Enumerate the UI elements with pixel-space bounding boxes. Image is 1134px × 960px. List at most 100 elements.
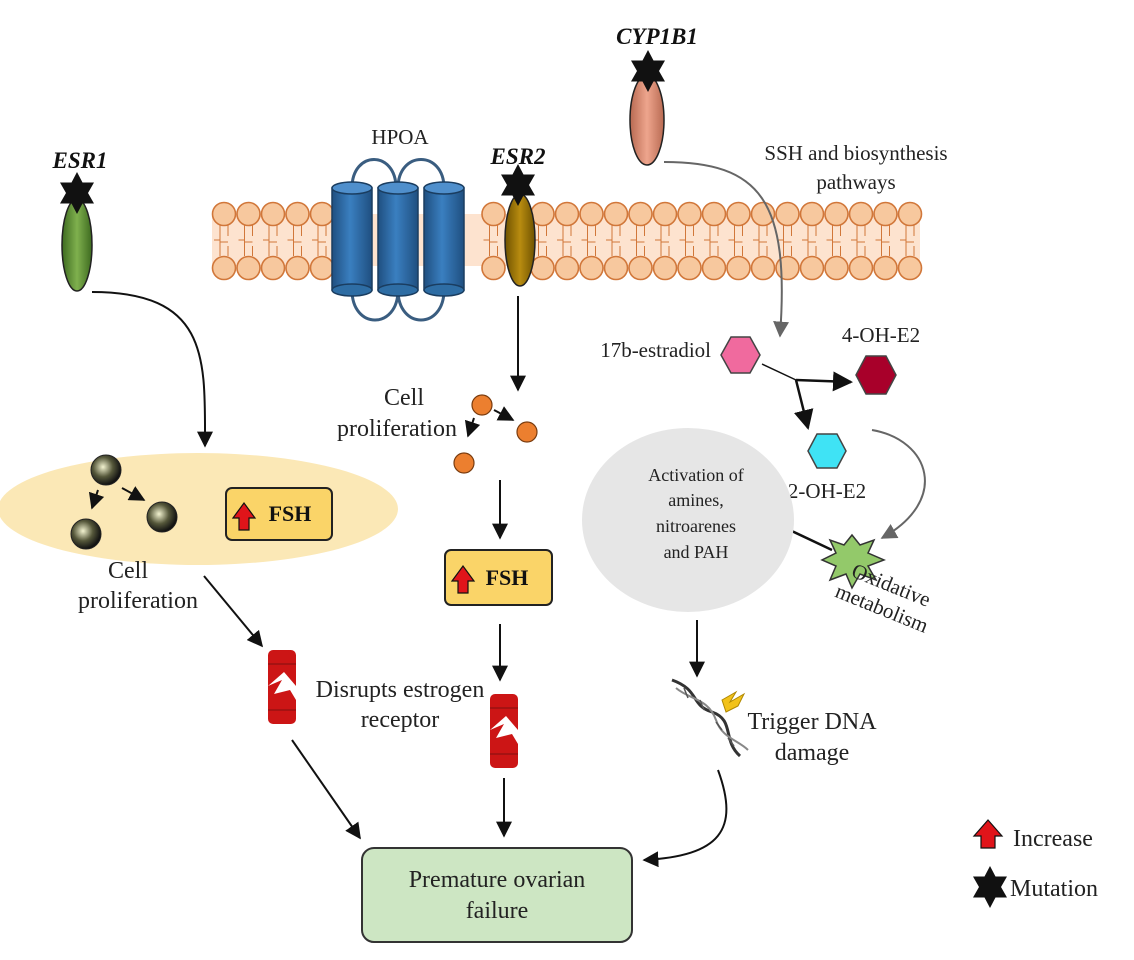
lipid-head-bottom <box>211 255 237 281</box>
lipid-head-top <box>726 201 751 227</box>
esr2-label: ESR2 <box>490 144 546 169</box>
lipid-head-bottom <box>309 255 335 281</box>
lipid-head-bottom <box>799 255 825 281</box>
lipid-tail-bottom <box>606 239 621 256</box>
outcome-box <box>361 847 633 943</box>
lipid-tails-top <box>219 224 915 243</box>
esr2-mutation-star-icon <box>501 164 535 206</box>
cell-membrane <box>211 201 923 281</box>
outcome-line2: failure <box>466 898 529 924</box>
lipid-head-top <box>677 201 702 227</box>
lipid-tail-bottom <box>557 239 572 256</box>
lipid-head-top <box>554 201 580 227</box>
lipid-tail-bottom <box>826 239 841 256</box>
lipid-head-bottom <box>897 255 923 281</box>
2-oh-e2-label: 2-OH-E2 <box>788 479 866 503</box>
lipid-heads-top <box>211 201 923 227</box>
esr2-receptor <box>504 193 536 287</box>
left-disrupt-to-outcome-arrow <box>291 739 361 840</box>
lipid-head-bottom <box>873 255 898 281</box>
lipid-head-bottom <box>530 255 555 281</box>
lipid-head-top <box>236 201 261 227</box>
lipid-tail-bottom <box>753 239 768 256</box>
broken-receptor-left-icon <box>268 650 296 724</box>
estradiol-hexagon <box>720 336 761 374</box>
lipid-head-bottom <box>554 255 580 281</box>
fsh-box-left <box>225 487 333 541</box>
fsh-left-label: FSH <box>269 501 312 526</box>
lipid-tail-bottom <box>287 239 302 256</box>
cell-proliferation-mid-line2: proliferation <box>337 416 457 442</box>
activation-ellipse <box>582 428 794 612</box>
fsh-mid-label: FSH <box>486 565 529 590</box>
lipid-head-bottom <box>481 255 506 281</box>
lipid-head-top <box>897 201 923 227</box>
cyp1b1-label: CYP1B1 <box>616 24 698 49</box>
esr1-to-disrupt-arrow <box>203 575 264 648</box>
2oh-to-oxidative-arrow <box>871 429 926 539</box>
lipid-head-bottom <box>848 255 874 281</box>
lipid-head-bottom <box>579 255 604 281</box>
hpoa-helix-1 <box>331 181 373 297</box>
hpoa-helix-3 <box>423 181 465 297</box>
cell-proliferation-mid-line1: Cell <box>384 385 424 411</box>
lipid-head-top <box>701 201 727 227</box>
lipid-head-top <box>848 201 874 227</box>
cell-arrow-2 <box>121 486 146 501</box>
estradiol-label: 17b-estradiol <box>600 338 711 362</box>
lipid-head-top <box>775 201 800 227</box>
lipid-head-top <box>285 201 310 227</box>
ssh-label-line1: SSH and biosynthesis <box>764 141 947 165</box>
disrupts-line2: receptor <box>361 707 440 733</box>
cell-proliferation-left-line2: proliferation <box>78 588 198 614</box>
mid-cell-arrow-1 <box>493 406 515 421</box>
lipid-head-bottom <box>652 255 678 281</box>
outcome-line1: Premature ovarian <box>409 867 586 893</box>
lipid-tail-bottom <box>238 239 253 256</box>
lipid-head-bottom <box>677 255 702 281</box>
dna-damage-icon <box>671 678 749 758</box>
activation-line3: nitroarenes <box>656 516 736 536</box>
lipid-tail-bottom <box>728 239 743 256</box>
cell-sphere-2 <box>70 518 102 550</box>
legend-increase-label: Increase <box>1013 826 1093 852</box>
esr1-label: ESR1 <box>52 148 108 173</box>
lipid-head-bottom <box>775 255 800 281</box>
mid-cell-3 <box>453 452 475 474</box>
lipid-head-bottom <box>236 255 261 281</box>
activation-line4: and PAH <box>664 542 729 562</box>
lipid-head-bottom <box>726 255 751 281</box>
dna-to-outcome-arrow <box>642 769 728 868</box>
activation-line1: Activation of <box>648 465 743 485</box>
hpoa-label: HPOA <box>371 125 429 149</box>
lipid-tail-bottom <box>483 239 498 256</box>
lipid-head-top <box>603 201 629 227</box>
activation-line2: amines, <box>668 490 724 510</box>
legend-mutation-label: Mutation <box>1010 876 1098 902</box>
fsh-left-increase-icon <box>231 501 257 531</box>
hpoa-helix-2 <box>377 181 419 297</box>
cyp1b1-to-estradiol-arrow <box>663 161 790 338</box>
lipid-tail-bottom <box>802 239 817 256</box>
to-4oh-arrow <box>795 371 853 392</box>
ssh-label-line2: pathways <box>816 170 895 194</box>
lipid-tails-bottom <box>214 239 915 256</box>
lipid-tail-bottom <box>704 239 719 256</box>
fsh-box-mid <box>444 549 553 606</box>
lipid-tail-bottom <box>900 239 915 256</box>
lipid-head-top <box>260 201 286 227</box>
mid-cell-arrow-2 <box>464 417 481 438</box>
cell-sphere-3 <box>146 501 178 533</box>
esr1-proliferation-ellipse <box>0 453 398 565</box>
4-oh-e2-hexagon <box>855 355 897 395</box>
cyp1b1-mutation-star-icon <box>631 50 665 92</box>
lipid-head-bottom <box>750 255 776 281</box>
fsh-mid-increase-icon <box>450 564 476 594</box>
legend-mutation-star-icon <box>973 866 1007 908</box>
lipid-head-top <box>579 201 604 227</box>
2-oh-e2-hexagon <box>807 433 847 469</box>
lipid-head-bottom <box>628 255 653 281</box>
esr1-mutation-star-icon <box>60 172 94 214</box>
lipid-head-top <box>652 201 678 227</box>
lipid-tail-bottom <box>655 239 670 256</box>
